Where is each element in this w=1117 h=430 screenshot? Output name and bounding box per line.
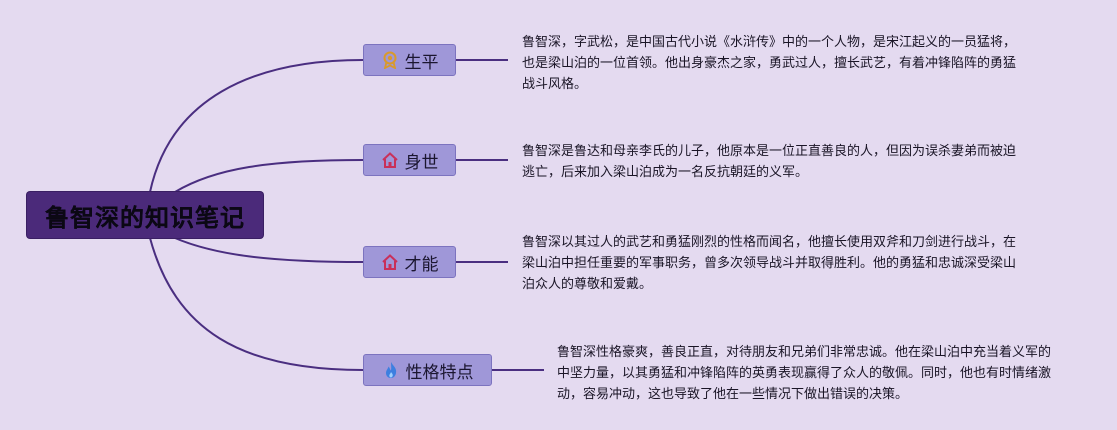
branch-description-personality: 鲁智深性格豪爽，善良正直，对待朋友和兄弟们非常忠诚。他在梁山泊中充当着义军的中坚… xyxy=(557,345,1052,402)
branch-topic-talent[interactable]: 才能 xyxy=(363,246,456,278)
home-icon xyxy=(381,253,399,271)
branch-topic-life[interactable]: 生平 xyxy=(363,44,456,76)
branch-label: 身世 xyxy=(404,152,439,173)
root-topic-label: 鲁智深的知识笔记 xyxy=(45,203,245,232)
root-topic[interactable]: 鲁智深的知识笔记 xyxy=(27,192,263,238)
award-medal-icon xyxy=(381,51,399,69)
branch-label: 生平 xyxy=(404,52,439,73)
fire-icon xyxy=(382,361,400,379)
branch-description-life: 鲁智深，字武松，是中国古代小说《水浒传》中的一个人物，是宋江起义的一员猛将，也是… xyxy=(522,35,1017,92)
connector-branch-2 xyxy=(174,237,364,263)
connector-branch-3 xyxy=(149,237,364,371)
branch-label: 才能 xyxy=(404,254,439,275)
branch-description-talent: 鲁智深以其过人的武艺和勇猛刚烈的性格而闻名，他擅长使用双斧和刀剑进行战斗，在梁山… xyxy=(522,235,1017,292)
branch-description-background: 鲁智深是鲁达和母亲李氏的儿子，他原本是一位正直善良的人，但因为误杀妻弟而被迫逃亡… xyxy=(522,144,1017,180)
branch-topic-background[interactable]: 身世 xyxy=(363,144,456,176)
home-icon xyxy=(381,151,399,169)
connector-branch-1 xyxy=(174,159,364,193)
branch-label: 性格特点 xyxy=(405,362,474,383)
branch-topic-personality[interactable]: 性格特点 xyxy=(363,354,492,386)
connector-branch-0 xyxy=(149,59,364,193)
